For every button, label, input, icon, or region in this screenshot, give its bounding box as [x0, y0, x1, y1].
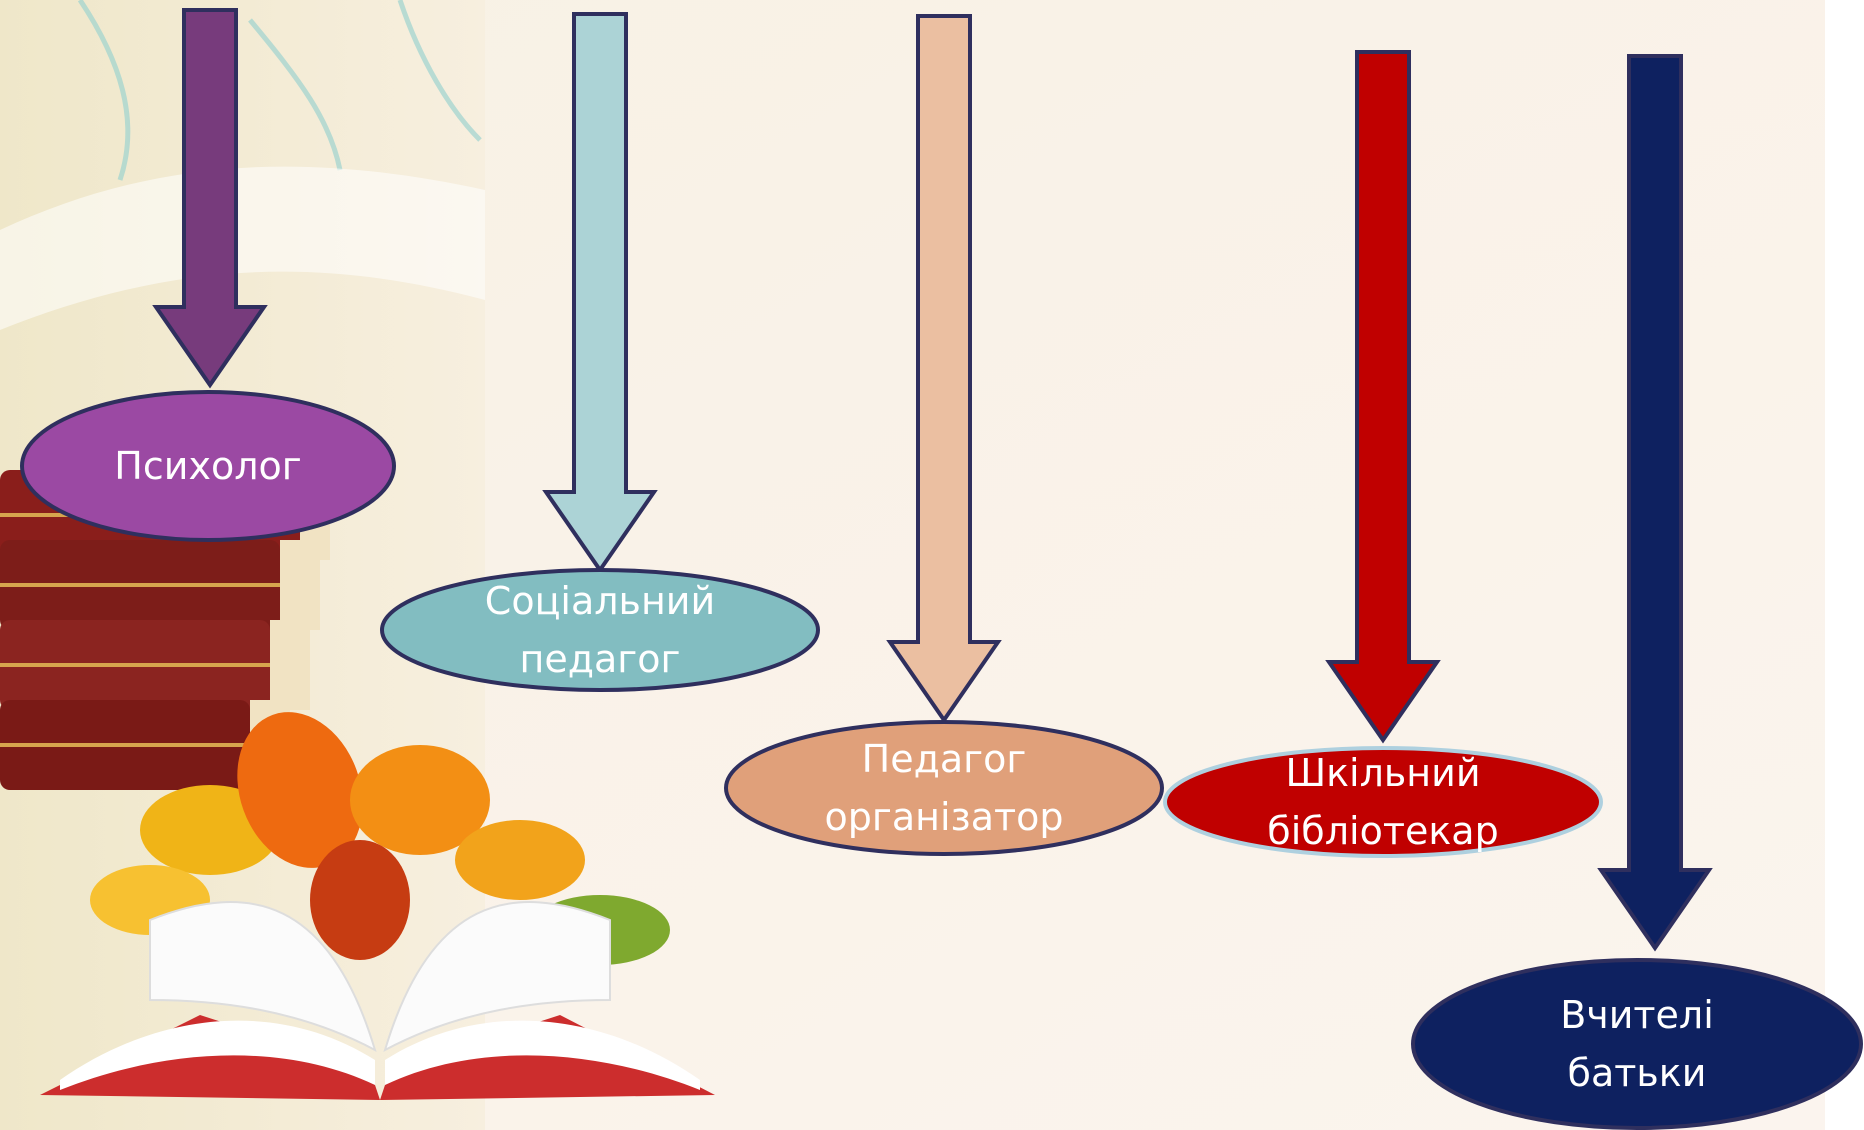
role-ellipse [1163, 746, 1603, 858]
arrow-down-icon [152, 8, 268, 389]
books-illustration [0, 470, 715, 1100]
role-ellipse [1411, 958, 1863, 1130]
role-ellipse [380, 568, 820, 692]
arrow-down-icon [1325, 50, 1441, 744]
role-ellipse [724, 720, 1164, 856]
arrow-down-icon [886, 14, 1002, 724]
arrow-down-icon [542, 12, 658, 574]
diagram [20, 8, 1863, 1130]
role-ellipse [20, 390, 396, 542]
open-book [40, 901, 715, 1100]
branch-decoration [77, 0, 482, 181]
arrow-down-icon [1597, 54, 1713, 952]
